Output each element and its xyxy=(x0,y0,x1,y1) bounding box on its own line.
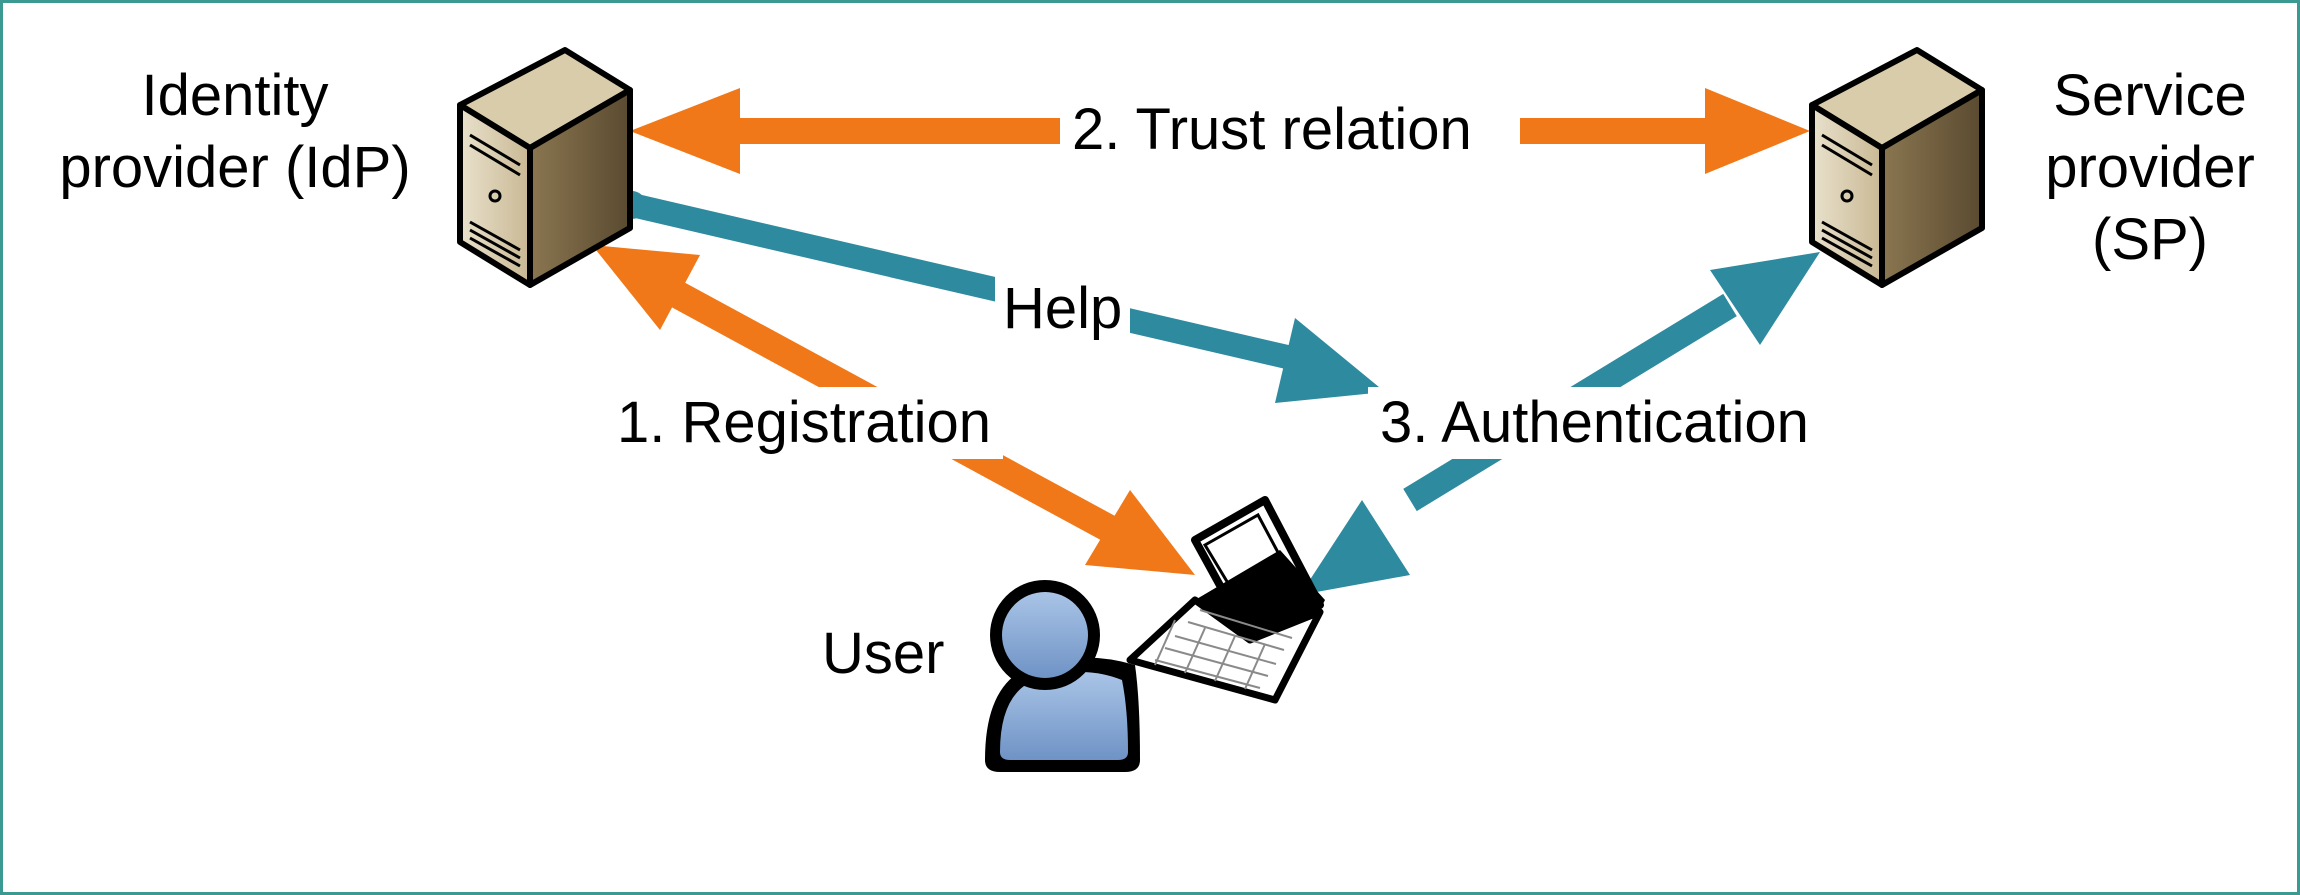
user-icon xyxy=(985,580,1140,772)
sp-server-icon xyxy=(1809,47,1985,288)
idp-label-line2: provider (IdP) xyxy=(59,135,411,200)
help-label: Help xyxy=(995,273,1131,345)
idp-server-icon xyxy=(457,47,633,288)
sp-label-line3: (SP) xyxy=(2092,207,2208,272)
sp-label-line1: Service xyxy=(2053,63,2247,128)
sp-label: Service provider (SP) xyxy=(2025,60,2275,276)
trust-relation-label: 2. Trust relation xyxy=(1060,94,1484,166)
laptop-icon xyxy=(1126,496,1325,704)
user-label: User xyxy=(822,621,945,686)
idp-label: Identity provider (IdP) xyxy=(40,60,430,204)
registration-label: 1. Registration xyxy=(605,387,1003,459)
sp-label-line2: provider xyxy=(2045,135,2255,200)
trust-arrow xyxy=(630,88,1810,174)
idp-label-line1: Identity xyxy=(141,63,329,128)
authentication-label: 3. Authentication xyxy=(1368,387,1821,459)
